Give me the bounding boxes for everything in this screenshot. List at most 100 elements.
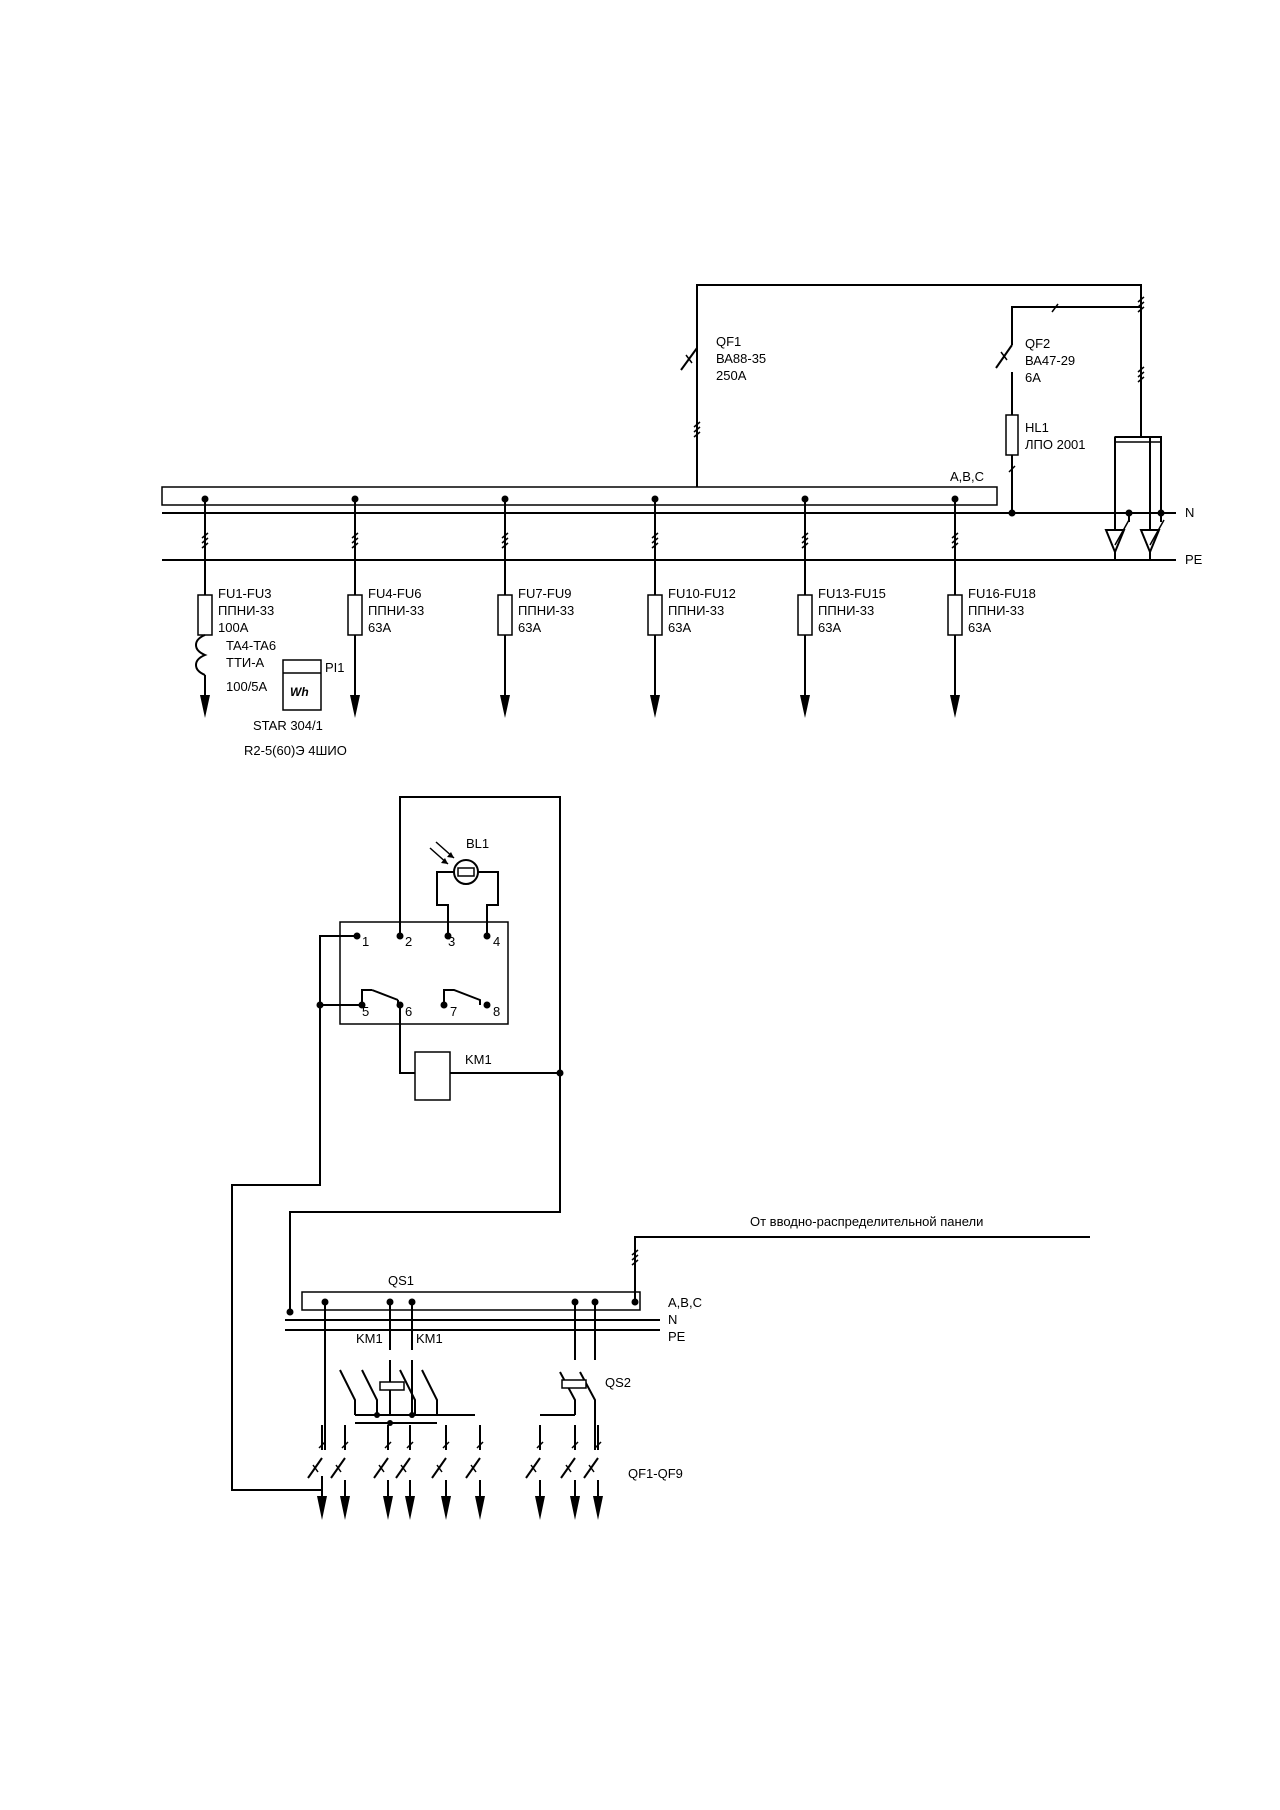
feeder-rating: 63A [518,620,541,635]
busbar-abc: A,B,C [161,469,998,506]
feeder-arrow [650,695,660,718]
meter-model: STAR 304/1 [253,718,323,733]
photo-relay: 1 2 3 4 5 6 7 8 [339,921,509,1025]
feeder-name: FU13-FU15 [818,586,886,601]
breakers-label: QF1-QF9 [628,1466,683,1481]
feeder-type: ППНИ-33 [818,603,874,618]
relay-terminal-2: 2 [405,934,412,949]
breaker-tick [406,1441,414,1449]
n-label: N [1185,505,1194,520]
current-transformer: TA4-TA6 ТТИ-А 100/5A [195,634,276,694]
fuse-symbol [947,594,963,636]
breaker-trip-mark [530,1464,537,1473]
phase-ticks [801,532,809,549]
km1-contactor-group: KM1 KM1 [321,1298,475,1450]
output-breaker-8 [560,1425,580,1520]
feeder-arrow [950,695,960,718]
feeder-name: FU16-FU18 [968,586,1036,601]
output-breaker-5 [431,1425,451,1520]
relay-terminal-8: 8 [493,1004,500,1019]
feeder-name: FU10-FU12 [668,586,736,601]
breaker-tick [476,1441,484,1449]
breaker-arrow [535,1496,545,1520]
breaker-arrow [441,1496,451,1520]
fuse-symbol [797,594,813,636]
feeder-arrow [350,695,360,718]
bl1-photo-sensor: BL1 [429,836,499,936]
main-distribution-schematic: QF1 ВА88-35 250A QF2 ВА47-29 6A HL1 ЛПО … [161,284,1203,758]
n-label-bottom: N [668,1312,677,1327]
breaker-arrow [405,1496,415,1520]
supply-wiring [696,284,1145,500]
breaker-trip-mark [335,1464,342,1473]
breaker-arrow [340,1496,350,1520]
km1-coil: KM1 [399,1005,492,1101]
phase-ticks [201,532,209,549]
breaker-arrow [475,1496,485,1520]
output-breaker-9 [583,1425,603,1520]
qf1-breaker: QF1 ВА88-35 250A [680,334,766,503]
breaker-arrow [383,1496,393,1520]
ct-type: ТТИ-А [226,655,265,670]
qf2-breaker: QF2 ВА47-29 6A [995,336,1075,415]
breaker-tick [341,1441,349,1449]
breaker-arrow [317,1496,327,1520]
relay-terminal-4: 4 [493,934,500,949]
busbar-abc-label-bottom: A,B,C [668,1295,702,1310]
breaker-arrow [593,1496,603,1520]
hl1-lamp: HL1 ЛПО 2001 [1005,414,1086,517]
output-breaker-2 [330,1425,350,1520]
meter-name: PI1 [325,660,345,675]
qf2-name: QF2 [1025,336,1050,351]
breaker-tick [571,1441,579,1449]
supply-input: От вводно-распределительной панели [631,1214,1090,1306]
fuse-symbol [497,594,513,636]
feeders: FU1-FU3ППНИ-33100AFU4-FU6ППНИ-3363AFU7-F… [197,495,1036,718]
qf1-name: QF1 [716,334,741,349]
relay-terminal-3: 3 [448,934,455,949]
qf1-qf9-breakers [307,1425,603,1520]
feeder-name: FU1-FU3 [218,586,271,601]
feeder-type: ППНИ-33 [218,603,274,618]
energy-meter: Wh PI1 STAR 304/1 R2-5(60)Э 4ШИО [244,659,347,758]
output-breaker-3 [373,1425,393,1520]
hl1-name: HL1 [1025,420,1049,435]
relay-terminal-6: 6 [405,1004,412,1019]
qf1-type: ВА88-35 [716,351,766,366]
breaker-trip-mark [470,1464,477,1473]
feeder-type: ППНИ-33 [518,603,574,618]
feeder-arrow [500,695,510,718]
output-breaker-6 [465,1425,485,1520]
ct-name: TA4-TA6 [226,638,276,653]
breaker-trip-mark [400,1464,407,1473]
phase-ticks [951,532,959,549]
breaker-tick [384,1441,392,1449]
ct-ratio: 100/5A [226,679,268,694]
feeder-rating: 63A [818,620,841,635]
relay-terminal-5: 5 [362,1004,369,1019]
pe-label-bottom: PE [668,1329,686,1344]
km1-contact-label-2: KM1 [416,1331,443,1346]
breaker-tick [536,1441,544,1449]
feeder-name: FU7-FU9 [518,586,571,601]
breaker-tick [442,1441,450,1449]
meter-symbol: Wh [290,685,309,699]
breaker-trip-mark [378,1464,385,1473]
hl1-type: ЛПО 2001 [1025,437,1086,452]
fuse-symbol [197,594,213,636]
pe-label: PE [1185,552,1203,567]
feeder-type: ППНИ-33 [668,603,724,618]
qf2-type: ВА47-29 [1025,353,1075,368]
feeder-arrow [800,695,810,718]
output-breaker-1 [307,1425,327,1520]
fuse-symbol [347,594,363,636]
surge-arrester-block [1104,436,1165,560]
breaker-tick [594,1441,602,1449]
output-breaker-7 [525,1425,545,1520]
breaker-tick [318,1441,326,1449]
